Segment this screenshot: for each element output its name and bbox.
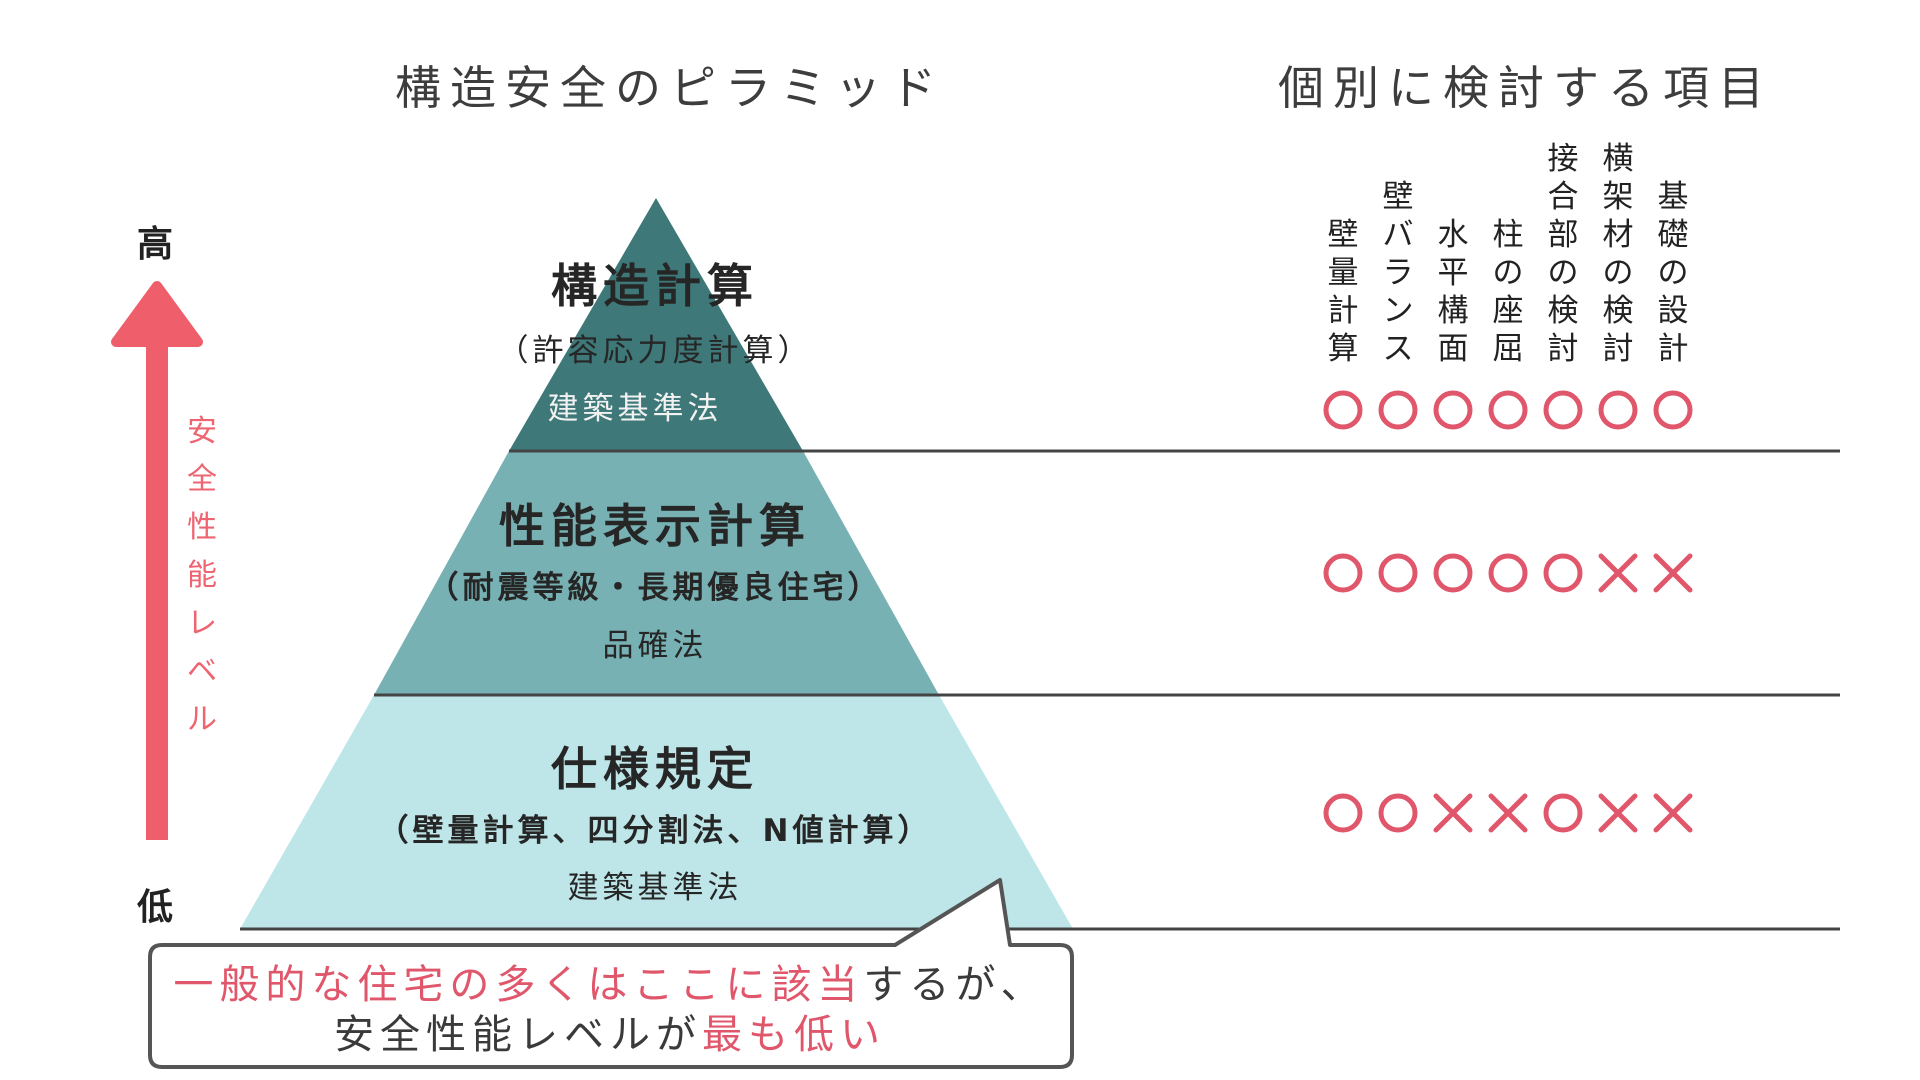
circle-mark [1378, 553, 1418, 593]
axis-low-label: 低 [137, 887, 174, 928]
circle-mark [1433, 553, 1473, 593]
column-header-wall-quantity: 壁量計算 [1327, 217, 1359, 367]
level-arrow-head [111, 281, 203, 347]
callout-line-2-highlight: 最も低い [702, 1012, 886, 1058]
level-arrow-shaft [146, 335, 168, 840]
cross-mark [1653, 793, 1693, 833]
column-header-wall-balance: 壁バランス [1382, 179, 1414, 367]
circle-mark [1653, 390, 1693, 430]
cross-mark [1488, 793, 1528, 833]
circle-mark [1378, 793, 1418, 833]
circle-mark [1323, 390, 1363, 430]
circle-mark [1543, 793, 1583, 833]
tier-bottom-detail: （壁量計算、四分割法、N値計算） [377, 813, 933, 849]
axis-vertical-label: 安 全 性 能 レ ベ ル [185, 408, 219, 744]
pyramid-tier-bottom [240, 695, 1073, 929]
circle-mark [1378, 390, 1418, 430]
cross-mark [1433, 793, 1473, 833]
marks-layer [1323, 390, 1693, 833]
left-title: 構造安全のピラミッド [395, 61, 945, 115]
callout-line-1-highlight: 一般的な住宅の多くはここに該当 [173, 962, 864, 1008]
callout-line-1-rest: するが、 [863, 962, 1047, 1008]
axis-label-char: 性 [187, 510, 217, 545]
circle-mark [1598, 390, 1638, 430]
tier-top-name: 構造計算 [551, 259, 759, 313]
pyramid-tier-top [509, 198, 803, 451]
right-title: 個別に検討する項目 [1278, 61, 1773, 115]
tier-bottom-law: 建築基準法 [567, 870, 743, 906]
column-header-beam-check: 横架材の検討 [1602, 141, 1634, 367]
tier-middle-detail: （耐震等級・長期優良住宅） [427, 570, 883, 606]
axis-label-char: 安 [187, 414, 217, 449]
column-header-joint-check: 接合部の検討 [1547, 141, 1579, 367]
circle-mark [1488, 553, 1528, 593]
callout-line-2-text: 安全性能レベルが [334, 1012, 702, 1058]
callout-bubble [148, 878, 1074, 1069]
circle-mark [1433, 390, 1473, 430]
tier-bottom-name: 仕様規定 [551, 742, 759, 796]
axis-label-char: ル [187, 702, 217, 737]
callout-line-2: 安全性能レベルが最も低い [150, 1002, 1070, 1060]
tier-top-detail: （許容応力度計算） [497, 333, 813, 369]
circle-mark [1543, 553, 1583, 593]
pyramid-tier-middle [374, 451, 939, 695]
cross-mark [1598, 793, 1638, 833]
cross-mark [1653, 553, 1693, 593]
tier-middle-name: 性能表示計算 [499, 499, 811, 553]
column-header-foundation-design: 基礎の設計 [1657, 179, 1689, 367]
circle-mark [1323, 553, 1363, 593]
axis-label-char: ベ [187, 654, 217, 689]
axis-label-char: 能 [187, 558, 217, 593]
callout-line-1: 一般的な住宅の多くはここに該当するが、 [150, 952, 1070, 1010]
column-header-horizontal-plane: 水平構面 [1437, 217, 1469, 367]
tier-top-law: 建築基準法 [547, 391, 723, 427]
circle-mark [1323, 793, 1363, 833]
axis-label-char: レ [187, 606, 217, 641]
column-header-column-buckling: 柱の座屈 [1492, 217, 1524, 367]
circle-mark [1488, 390, 1528, 430]
axis-high-label: 高 [137, 224, 174, 265]
axis-label-char: 全 [187, 462, 217, 497]
tier-middle-law: 品確法 [602, 628, 708, 664]
circle-mark [1543, 390, 1583, 430]
cross-mark [1598, 553, 1638, 593]
